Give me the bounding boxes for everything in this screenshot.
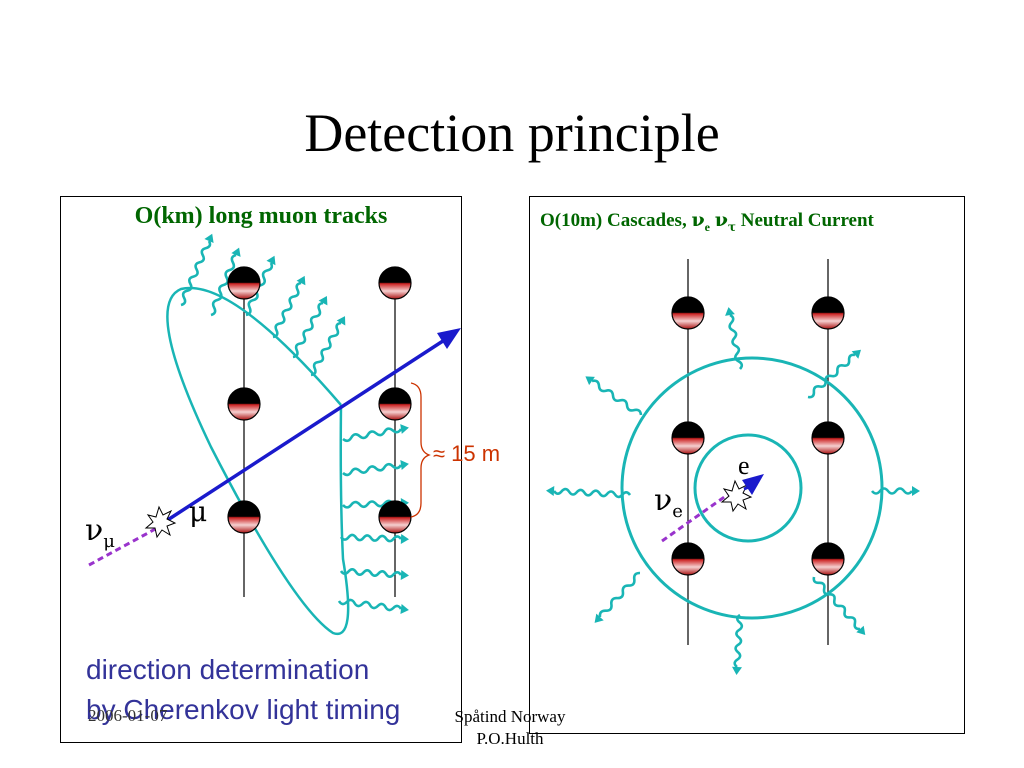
muon-track-panel: O(km) long muon tracks νμ μ ≈ 15 m (60, 196, 500, 743)
muon-label: μ (189, 495, 208, 528)
photon-arrowhead (851, 349, 861, 359)
cascade-panel: O(10m) Cascades, νe ντ Neutral Current ν… (529, 196, 965, 734)
optical-module-icon (378, 500, 412, 534)
photon-wave-icon (807, 353, 856, 399)
caption: direction determination by Cherenkov lig… (86, 650, 400, 730)
photon-wave-icon (292, 301, 324, 359)
cascade-heading: O(10m) Cascades, νe ντ Neutral Current (540, 209, 874, 235)
optical-module-icon (227, 266, 261, 300)
photon-wave-icon (339, 533, 403, 543)
photon-arrowhead (732, 666, 742, 675)
optical-module-icon (671, 421, 705, 455)
muon-track-diagram (88, 233, 461, 636)
photon-wave-icon (180, 240, 212, 307)
heading-nu-tau-sub: τ (727, 219, 736, 234)
cascade-heading-prefix: O(10m) Cascades, (540, 210, 692, 231)
photon-arrowhead (400, 604, 409, 614)
footer-date: 2006-01-07 (88, 706, 168, 725)
spacing-label: ≈ 15 m (433, 441, 501, 466)
photon-wave-icon (598, 571, 641, 618)
photon-wave-icon (272, 281, 302, 339)
photon-wave-icon (552, 487, 632, 499)
photon-wave-icon (733, 613, 744, 668)
heading-nu-tau: ν (714, 209, 728, 231)
cascade-heading-suffix: Neutral Current (735, 210, 874, 231)
neutrino-track (88, 525, 160, 567)
photon-wave-icon (728, 313, 744, 370)
optical-modules (227, 266, 412, 534)
optical-modules (671, 296, 845, 576)
neutrino-symbol: ν (85, 513, 104, 548)
neutrino-label: νμ (85, 513, 115, 552)
electron-arrowhead (742, 474, 764, 495)
photon-arrowhead (400, 570, 409, 580)
photon-arrowhead (318, 296, 328, 306)
photon-arrowhead (546, 486, 555, 496)
neutrino-track (661, 491, 731, 543)
photon-arrowhead (725, 307, 735, 316)
neutrino-symbol: ν (654, 483, 673, 518)
photon-arrowhead (400, 534, 409, 544)
cascade-diagram (546, 259, 920, 675)
cherenkov-cone (166, 286, 350, 636)
optical-module-icon (811, 542, 845, 576)
neutrino-subscript: e (672, 501, 683, 522)
photon-arrowhead (296, 275, 306, 286)
slide-title: Detection principle (304, 103, 720, 163)
footer-credit: Spåtind Norway P.O.Hulth (440, 706, 580, 750)
muon-heading: O(km) long muon tracks (134, 203, 388, 229)
optical-module-icon (671, 296, 705, 330)
spacing-bracket (410, 382, 431, 518)
photon-wave-icon (339, 567, 403, 579)
photon-wave-icon (337, 598, 403, 612)
photon-wave-icon (342, 462, 403, 477)
interaction-star-icon (144, 505, 177, 539)
photon-arrowhead (912, 486, 920, 496)
muon-track (162, 337, 447, 525)
photon-arrowhead (266, 255, 276, 266)
caption-line-1: direction determination (86, 654, 370, 685)
neutrino-subscript: μ (103, 531, 115, 552)
optical-module-icon (811, 296, 845, 330)
photon-arrowhead (585, 376, 595, 386)
heading-nu-e: ν (691, 209, 705, 231)
photon-arrowhead (231, 247, 241, 257)
optical-module-icon (227, 387, 261, 421)
optical-module-icon (671, 542, 705, 576)
footer-location: Spåtind Norway (454, 707, 566, 726)
photon-waves (546, 307, 920, 675)
photon-arrowhead (204, 233, 214, 243)
photon-wave-icon (591, 379, 643, 416)
photon-wave-icon (310, 321, 342, 377)
photon-arrowhead (856, 625, 866, 635)
optical-module-icon (378, 266, 412, 300)
caption-line-2: by Cherenkov light timing (86, 694, 401, 725)
photon-arrowhead (400, 460, 409, 470)
heading-nu-e-sub: e (704, 219, 710, 234)
footer-author: P.O.Hulth (476, 729, 544, 748)
optical-module-icon (378, 387, 412, 421)
photon-wave-icon (812, 576, 861, 631)
electron-neutrino-label: νe (654, 483, 683, 522)
photon-wave-icon (870, 487, 914, 495)
optical-module-icon (227, 500, 261, 534)
photon-wave-icon (210, 253, 237, 317)
photon-wave-icon (342, 427, 403, 443)
muon-arrowhead (437, 328, 461, 349)
photon-arrowhead (400, 424, 409, 434)
electron-label: e (738, 451, 750, 480)
photon-arrowhead (336, 316, 346, 326)
photon-waves (180, 233, 409, 614)
cascade-inner-ring (693, 433, 803, 543)
photon-arrowhead (594, 613, 604, 623)
optical-module-icon (811, 421, 845, 455)
